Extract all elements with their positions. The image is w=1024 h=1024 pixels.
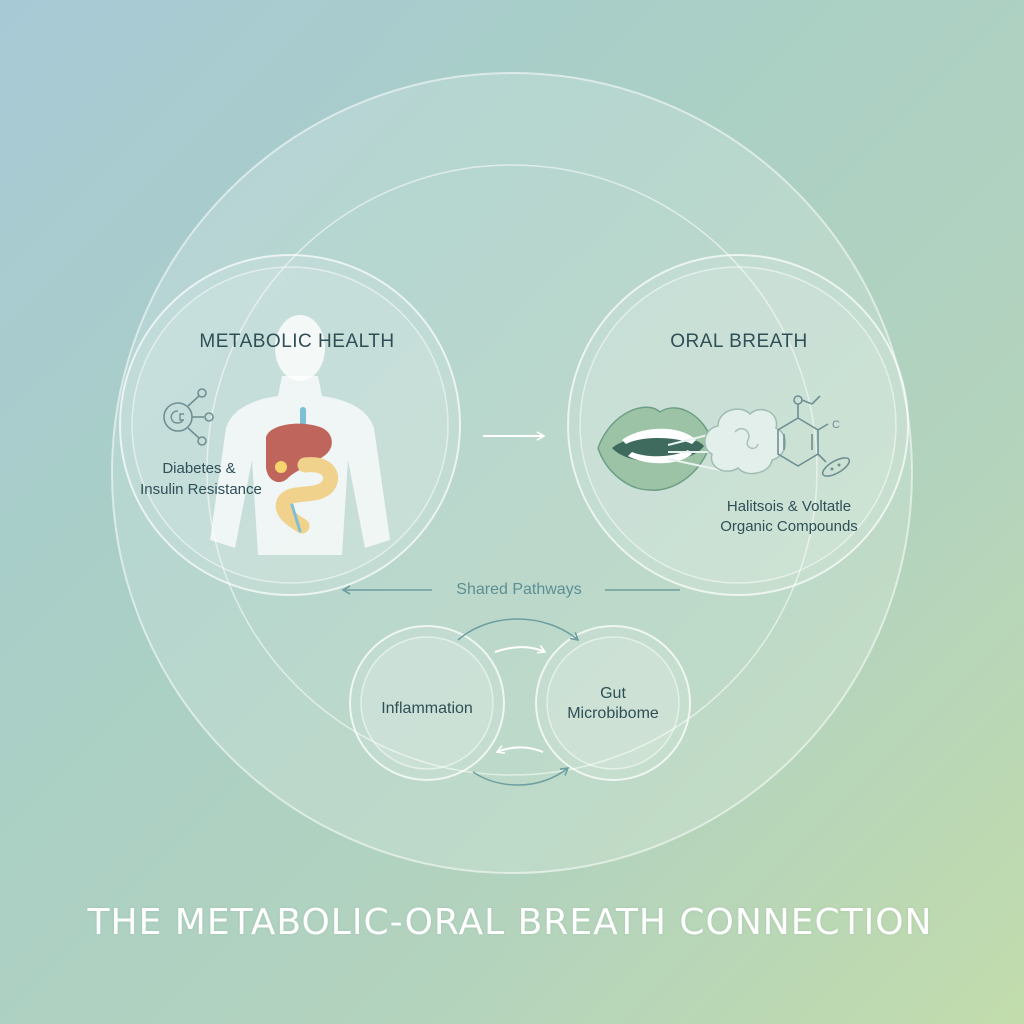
inflammation-node: [349, 625, 505, 781]
diagram-title: THE METABOLIC-ORAL BREATH CONNECTION: [87, 902, 933, 943]
glucose-molecule-icon: [163, 388, 214, 446]
gut-label-line2: Microbibome: [567, 705, 659, 722]
metabolic-label-line2: Insulin Resistance: [140, 481, 262, 498]
duct-icon: [290, 503, 302, 533]
cycle-arrow-top: [457, 618, 580, 642]
outer-circle: [111, 72, 913, 874]
inner-ring: [206, 164, 818, 776]
cycle-arrow-bottom: [472, 767, 570, 786]
metabolic-health-heading: METABOLIC HEALTH: [199, 331, 395, 352]
oral-label-line2: Organic Compounds: [720, 518, 858, 535]
bacteria-icon: [821, 457, 851, 477]
gut-microbiome-node: [535, 625, 691, 781]
cycle-arrow-inner-top: [494, 644, 547, 654]
cycle-arrow-inner-bottom: [495, 745, 544, 754]
oral-breath-heading: ORAL BREATH: [670, 331, 808, 352]
liver-highlight: [275, 461, 287, 473]
metabolic-label-line1: Diabetes &: [162, 460, 236, 477]
chemical-symbol: C: [832, 419, 840, 431]
intestine-icon: [275, 457, 338, 534]
gut-label-line1: Gut: [600, 685, 626, 702]
breath-cloud-icon: [667, 408, 786, 475]
shared-pathways-label: Shared Pathways: [456, 581, 582, 598]
oral-label-line1: Halitsois & Voltatle: [726, 498, 852, 515]
chemical-structure-icon: [777, 395, 829, 467]
inflammation-label: Inflammation: [381, 700, 473, 717]
